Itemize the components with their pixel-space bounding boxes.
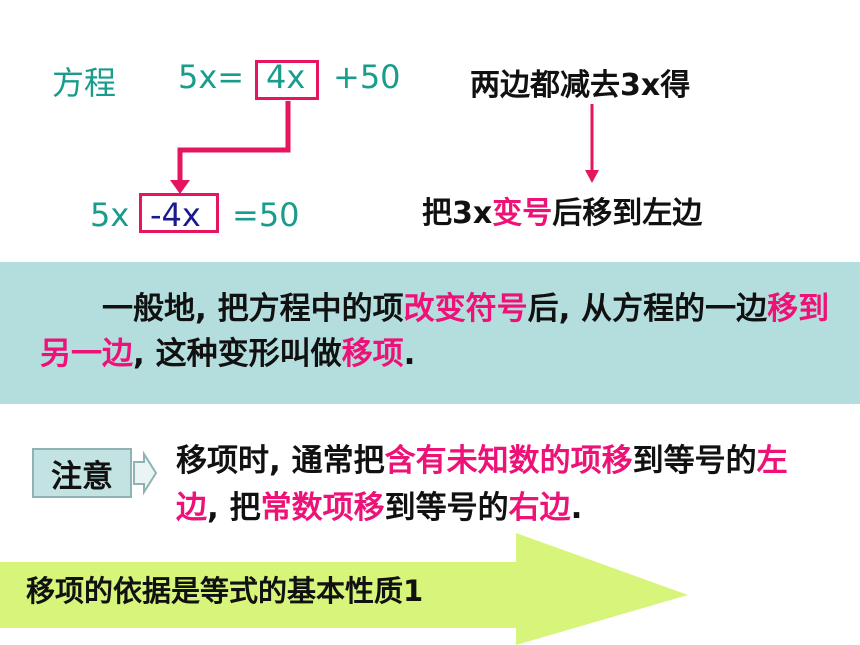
definition-part: 一般地, 把方程中的项	[102, 291, 404, 327]
notice-part: , 把	[207, 490, 261, 526]
boxed-term-original: 4x	[266, 58, 306, 96]
definition-indent	[40, 291, 102, 327]
definition-text: 一般地, 把方程中的项改变符号后, 从方程的一边移到另一边, 这种变形叫做移项.	[40, 287, 830, 377]
notice-highlight: 右边	[508, 490, 571, 526]
boxed-term-moved: -4x	[150, 196, 201, 234]
equation2-lhs: 5x	[90, 196, 130, 234]
definition-part: 后, 从方程的一边	[527, 291, 768, 327]
notice-pointer-icon	[133, 450, 158, 496]
move-arrow-head	[170, 180, 190, 194]
note-move-pre: 把3x	[422, 196, 493, 231]
move-arrow	[177, 101, 291, 182]
notice-highlight: 常数项移	[260, 490, 385, 526]
equation-lhs: 5x=	[178, 58, 245, 96]
note-move: 把3x变号后移到左边	[422, 188, 702, 232]
note-move-highlight: 变号	[492, 196, 553, 231]
banner-text: 移项的依据是等式的基本性质1	[26, 574, 424, 608]
note-move-post: 后移到左边	[552, 196, 703, 231]
note-subtract: 两边都减去3x得	[470, 68, 691, 103]
equation2-rhs: =50	[232, 196, 300, 234]
notice-label: 注意	[32, 448, 132, 498]
notice-text: 移项时, 通常把含有未知数的项移到等号的左边, 把常数项移到等号的右边.	[176, 438, 826, 532]
definition-highlight: 移项	[341, 336, 404, 372]
definition-part: , 这种变形叫做	[133, 336, 342, 372]
notice-part: 移项时, 通常把	[176, 443, 385, 479]
definition-highlight: 改变符号	[403, 291, 528, 327]
term-box-moved	[139, 193, 219, 233]
notice-part: 到等号的	[632, 443, 757, 479]
note-arrow-head	[585, 170, 599, 183]
definition-part: .	[403, 336, 416, 372]
notice-highlight: 含有未知数的项移	[384, 443, 633, 479]
notice-highlight: 左边	[176, 443, 788, 526]
definition-band	[0, 262, 860, 404]
definition-highlight: 移到另一边	[40, 291, 830, 372]
notice-part: .	[570, 490, 583, 526]
equation-rhs: +50	[333, 58, 401, 96]
banner-arrow-shape	[0, 533, 688, 645]
term-box-original	[255, 60, 319, 100]
notice-part: 到等号的	[384, 490, 509, 526]
equation-label: 方程	[52, 64, 117, 102]
